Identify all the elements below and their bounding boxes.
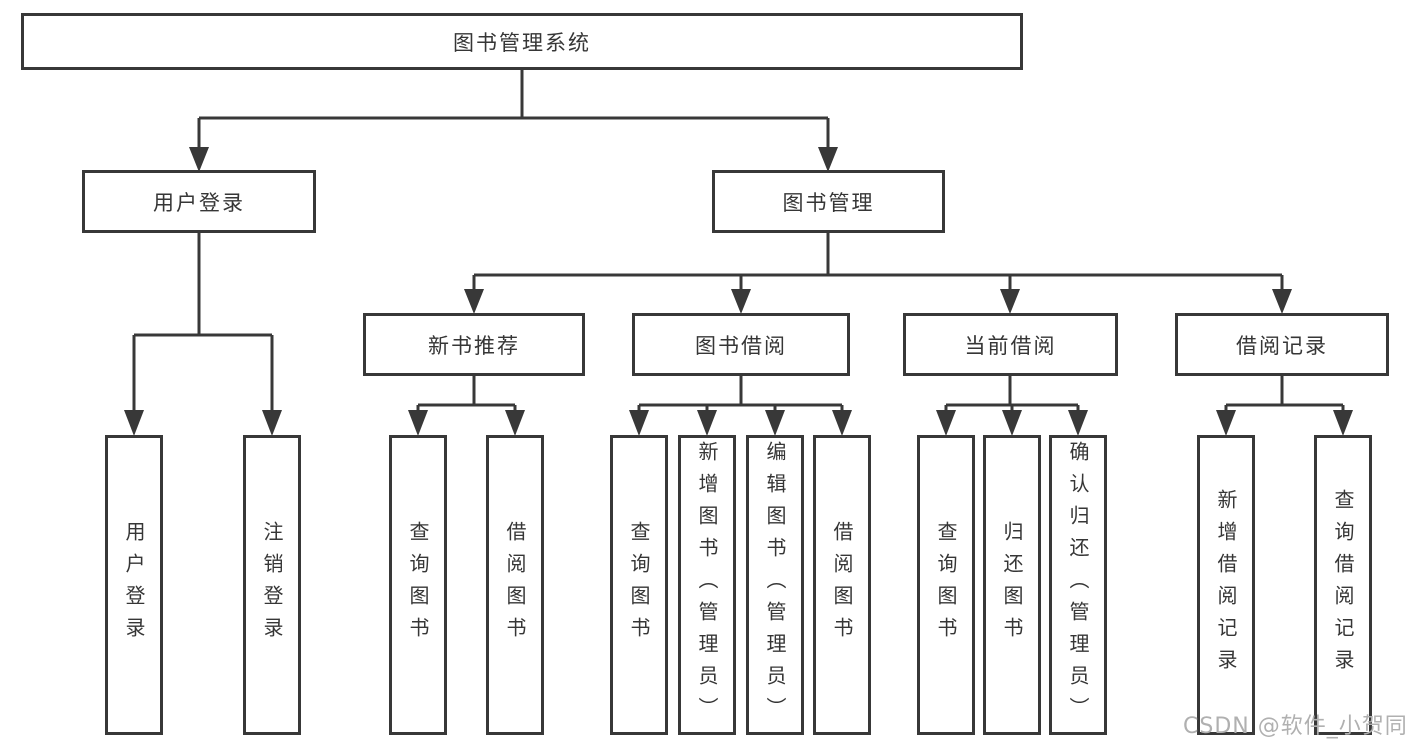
leaf-query-books-1-label: 查询图书 <box>406 521 430 649</box>
leaf-query-books-3: 查询图书 <box>917 435 975 735</box>
leaf-query-borrow-record: 查询借阅记录 <box>1314 435 1372 735</box>
elbow-connectors <box>132 70 1345 420</box>
leaf-query-books-3-label: 查询图书 <box>934 521 958 649</box>
leaf-edit-book-admin-label: 编辑图书（管理员） <box>763 441 787 729</box>
node-user-login: 用户登录 <box>82 170 316 233</box>
leaf-query-books-2-label: 查询图书 <box>627 521 651 649</box>
leaf-logout-label: 注销登录 <box>260 521 284 649</box>
leaf-query-borrow-record-label: 查询借阅记录 <box>1331 489 1355 681</box>
csdn-watermark: CSDN @软件_小贺同学 <box>1183 714 1405 739</box>
node-new-book-recommend: 新书推荐 <box>363 313 585 376</box>
leaf-borrow-books-2-label: 借阅图书 <box>830 521 854 649</box>
leaf-return-books: 归还图书 <box>983 435 1041 735</box>
leaf-logout: 注销登录 <box>243 435 301 735</box>
node-book-management: 图书管理 <box>712 170 945 233</box>
leaf-add-book-admin: 新增图书（管理员） <box>678 435 736 735</box>
leaf-borrow-books-2: 借阅图书 <box>813 435 871 735</box>
leaf-query-books-2: 查询图书 <box>610 435 668 735</box>
leaf-borrow-books-1-label: 借阅图书 <box>503 521 527 649</box>
leaf-add-borrow-record: 新增借阅记录 <box>1197 435 1255 735</box>
leaf-add-book-admin-label: 新增图书（管理员） <box>695 441 719 729</box>
node-borrow-records: 借阅记录 <box>1175 313 1389 376</box>
leaf-user-login: 用户登录 <box>105 435 163 735</box>
leaf-query-books-1: 查询图书 <box>389 435 447 735</box>
leaf-add-borrow-record-label: 新增借阅记录 <box>1214 489 1238 681</box>
leaf-edit-book-admin: 编辑图书（管理员） <box>746 435 804 735</box>
leaf-confirm-return-admin: 确认归还（管理员） <box>1049 435 1107 735</box>
node-current-borrow: 当前借阅 <box>903 313 1118 376</box>
leaf-borrow-books-1: 借阅图书 <box>486 435 544 735</box>
arrow-heads <box>124 147 1353 436</box>
node-book-borrow: 图书借阅 <box>632 313 850 376</box>
node-root: 图书管理系统 <box>21 13 1023 70</box>
leaf-confirm-return-admin-label: 确认归还（管理员） <box>1066 441 1090 729</box>
leaf-return-books-label: 归还图书 <box>1000 521 1024 649</box>
leaf-user-login-label: 用户登录 <box>122 521 146 649</box>
